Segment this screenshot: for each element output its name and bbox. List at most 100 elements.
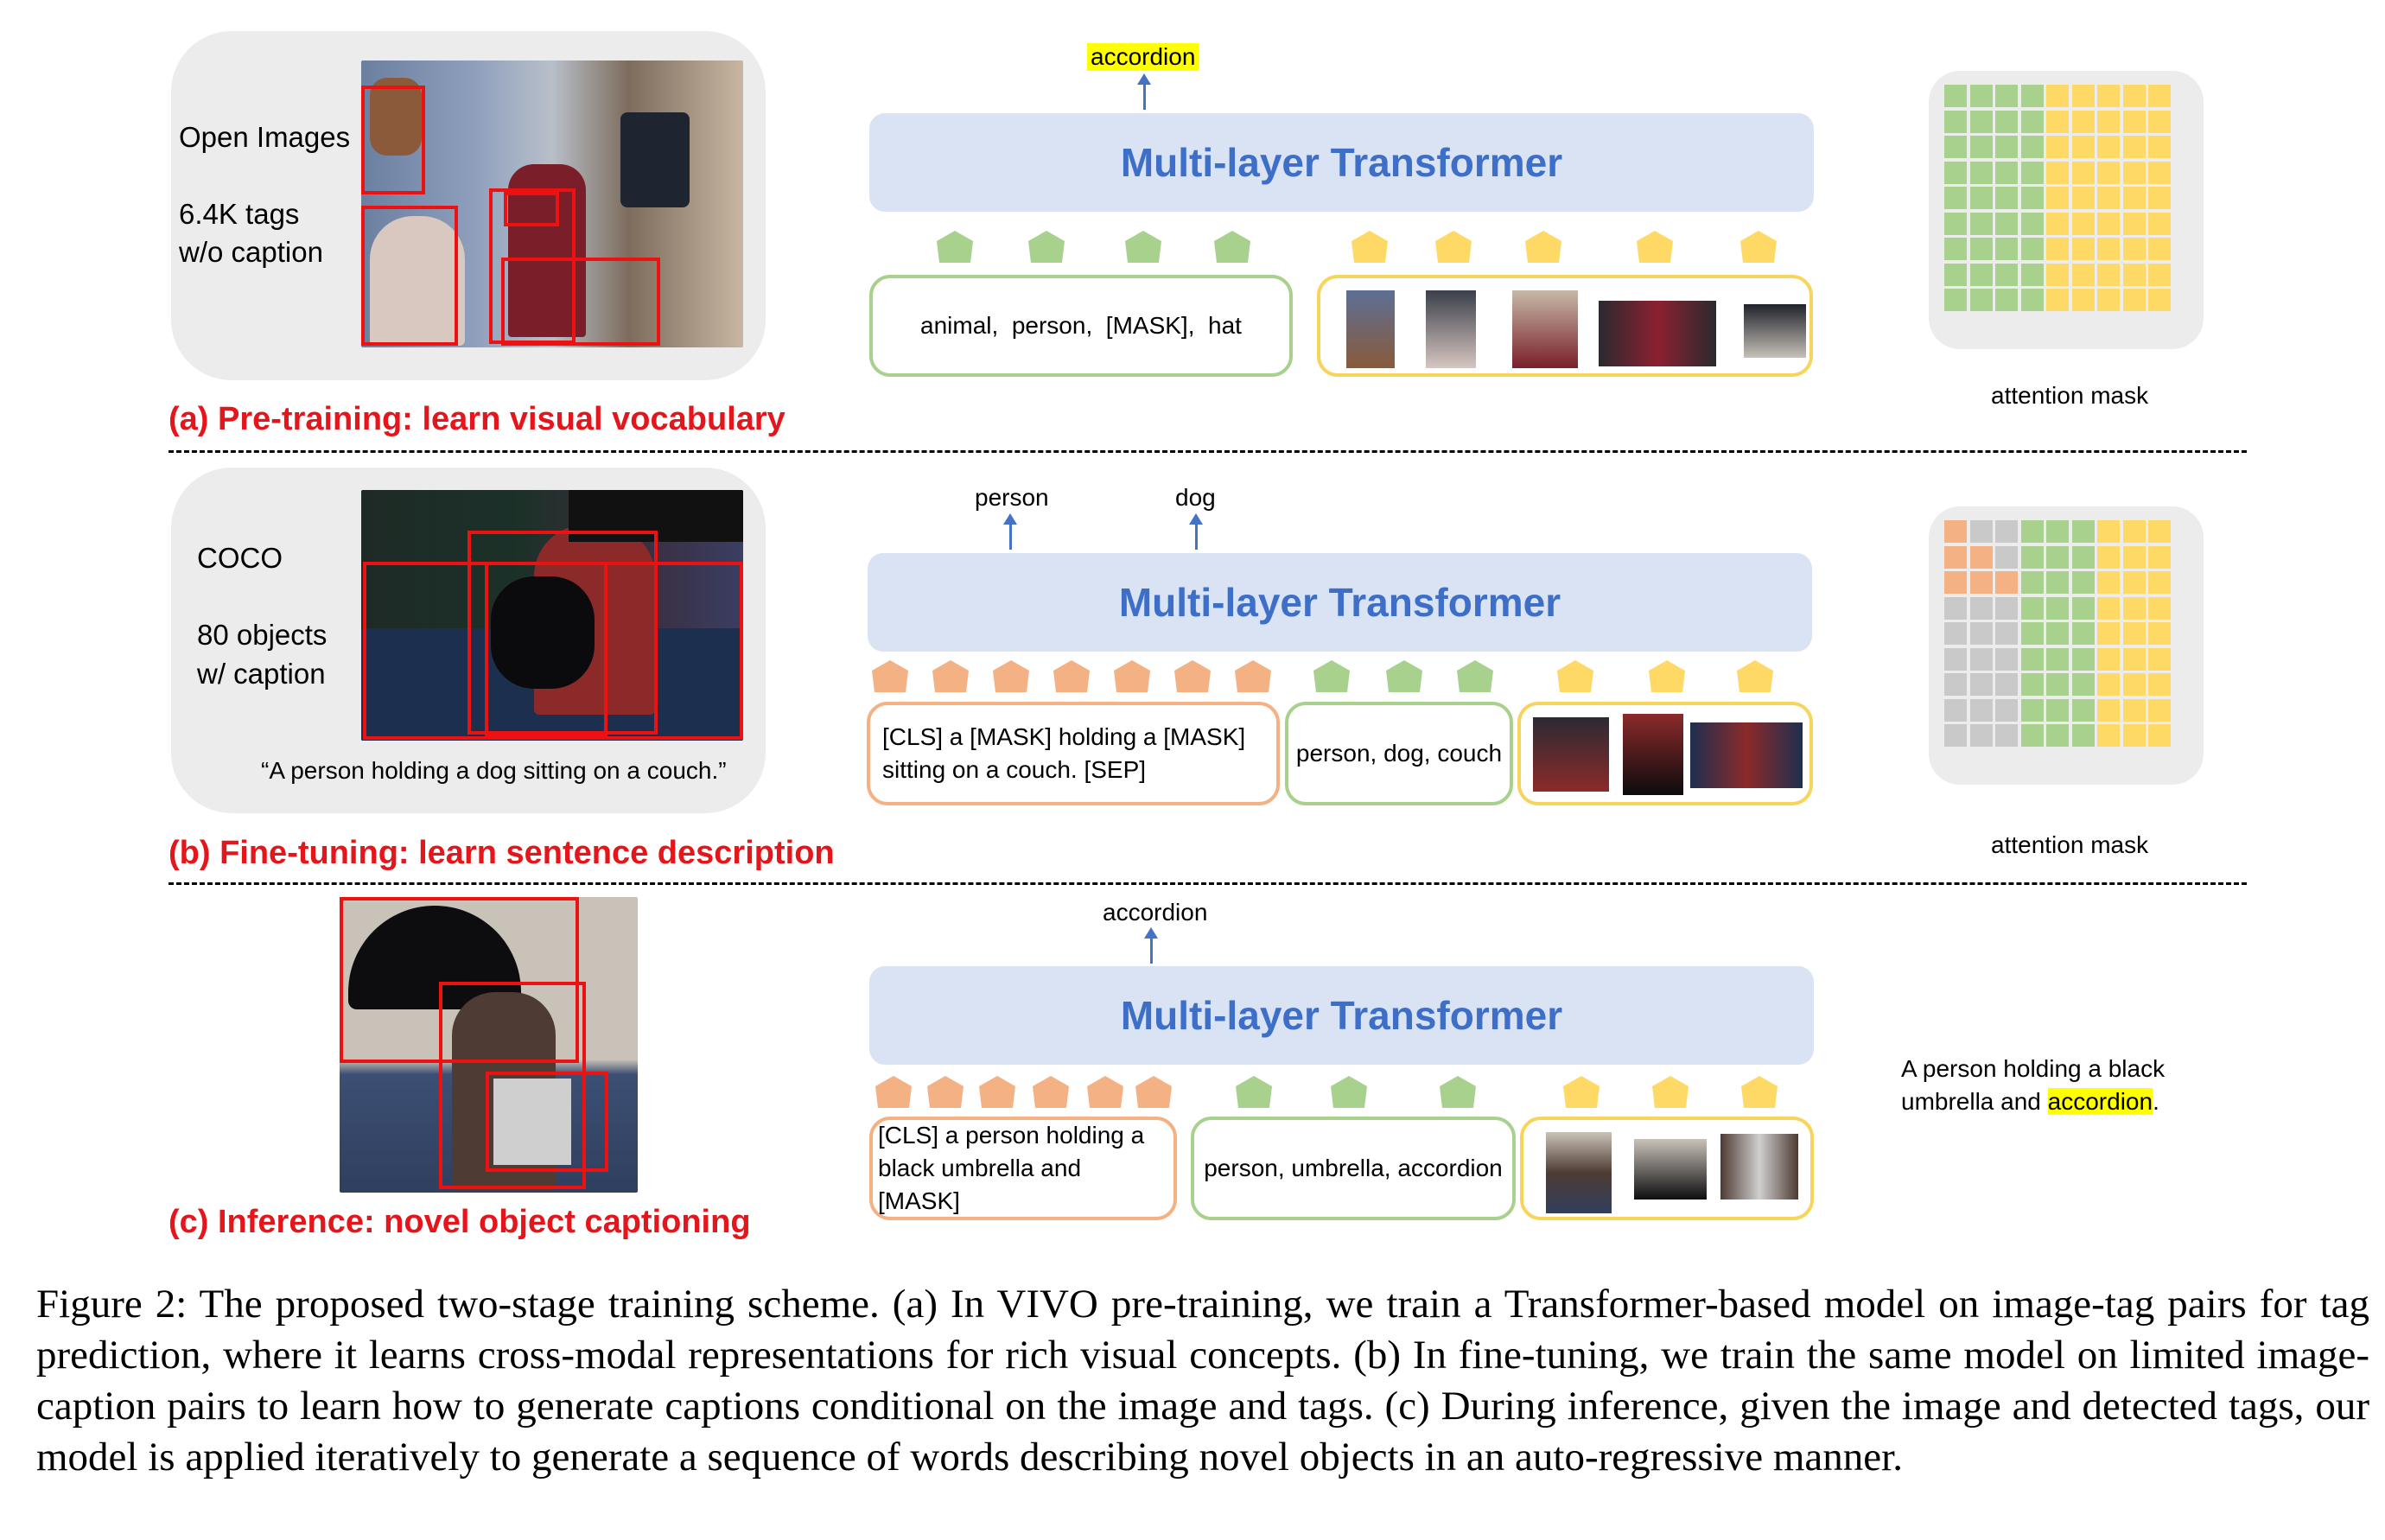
- mask-cell: [2046, 212, 2069, 235]
- mask-cell: [2046, 647, 2069, 671]
- mask-cell: [2097, 187, 2120, 209]
- mask-cell: [2071, 161, 2095, 184]
- mask-cell: [2020, 571, 2044, 594]
- mask-cell: [1969, 647, 1993, 671]
- region-thumb-animal: [1346, 290, 1395, 368]
- mask-cell: [1995, 520, 2018, 543]
- mask-cell: [1995, 571, 2018, 594]
- mask-cell: [2020, 263, 2044, 286]
- generated-caption-text: A person holding a black umbrella and: [1901, 1055, 2166, 1115]
- mask-cell: [2071, 289, 2095, 311]
- mask-cell: [2020, 545, 2044, 569]
- tag-token: [1028, 231, 1065, 263]
- tag-token: [1125, 231, 1161, 263]
- mask-cell: [2148, 520, 2171, 543]
- panel-b-stat-objects: 80 objects: [197, 619, 328, 651]
- mask-cell: [1995, 289, 2018, 311]
- mask-cell: [2071, 698, 2095, 722]
- mask-cell: [2122, 263, 2146, 286]
- mask-cell: [2020, 238, 2044, 260]
- mask-cell: [2046, 520, 2069, 543]
- mask-cell: [2020, 161, 2044, 184]
- panel-c-generated-caption: A person holding a black umbrella and ac…: [1901, 1053, 2212, 1118]
- mask-cell: [2071, 263, 2095, 286]
- mask-cell: [2148, 673, 2171, 696]
- region-thumb-dog: [1623, 714, 1683, 795]
- panel-b-output-person: person: [975, 484, 1049, 511]
- text-token: [872, 660, 908, 692]
- panel-b-tags-box: person, dog, couch: [1285, 702, 1513, 805]
- mask-cell: [2071, 724, 2095, 747]
- separator-bc: [169, 882, 2247, 885]
- panel-b-transformer: Multi-layer Transformer: [868, 553, 1812, 652]
- mask-cell: [1969, 545, 1993, 569]
- image-token: [1737, 660, 1773, 692]
- mask-cell: [1969, 110, 1993, 133]
- mask-cell: [1969, 238, 1993, 260]
- mask-cell: [1944, 263, 1967, 286]
- mask-cell: [2071, 673, 2095, 696]
- text-token: [1135, 1076, 1172, 1108]
- mask-cell: [1944, 212, 1967, 235]
- image-token: [1637, 231, 1673, 263]
- mask-cell: [1969, 596, 1993, 620]
- mask-cell: [2097, 136, 2120, 158]
- panel-b-mask-label: attention mask: [1991, 831, 2149, 858]
- mask-cell: [2071, 110, 2095, 133]
- mask-cell: [2046, 263, 2069, 286]
- mask-cell: [1944, 647, 1967, 671]
- mask-cell: [2097, 724, 2120, 747]
- mask-cell: [2020, 520, 2044, 543]
- mask-cell: [2148, 698, 2171, 722]
- mask-cell: [2097, 238, 2120, 260]
- mask-cell: [1995, 136, 2018, 158]
- mask-cell: [1995, 596, 2018, 620]
- mask-cell: [2046, 673, 2069, 696]
- mask-cell: [2097, 596, 2120, 620]
- region-thumb-hat: [1744, 304, 1806, 358]
- mask-cell: [2148, 545, 2171, 569]
- mask-cell: [2097, 289, 2120, 311]
- image-token: [1649, 660, 1685, 692]
- generated-caption-period: .: [2153, 1088, 2159, 1115]
- mask-cell: [2020, 724, 2044, 747]
- panel-a-stat-caption: w/o caption: [179, 236, 323, 268]
- mask-cell: [2148, 85, 2171, 107]
- mask-cell: [1944, 238, 1967, 260]
- mask-cell: [2046, 161, 2069, 184]
- mask-cell: [2122, 85, 2146, 107]
- mask-cell: [2046, 187, 2069, 209]
- mask-cell: [2148, 187, 2171, 209]
- mask-cell: [1944, 110, 1967, 133]
- image-token: [1740, 231, 1777, 263]
- panel-a-dataset-name: Open Images: [179, 121, 351, 153]
- mask-cell: [2122, 673, 2146, 696]
- mask-cell: [2020, 698, 2044, 722]
- text-token: [875, 1076, 912, 1108]
- region-thumb-person: [1533, 717, 1609, 792]
- panel-c-heading: (c) Inference: novel object captioning: [169, 1204, 751, 1240]
- tag-token: [1313, 660, 1350, 692]
- mask-cell: [2097, 647, 2120, 671]
- region-thumb-accordion: [1720, 1134, 1798, 1200]
- mask-cell: [2122, 289, 2146, 311]
- mask-cell: [2071, 647, 2095, 671]
- mask-cell: [1944, 161, 1967, 184]
- panel-c-tags-text: person, umbrella, accordion: [1204, 1155, 1503, 1181]
- mask-cell: [2148, 724, 2171, 747]
- mask-cell: [1969, 622, 1993, 645]
- panel-c-output-word: accordion: [1103, 899, 1208, 926]
- mask-cell: [2097, 161, 2120, 184]
- mask-cell: [1995, 85, 2018, 107]
- mask-cell: [2122, 596, 2146, 620]
- speaker-shape: [620, 112, 690, 207]
- mask-cell: [2046, 545, 2069, 569]
- mask-cell: [2071, 187, 2095, 209]
- mask-cell: [2097, 622, 2120, 645]
- mask-cell: [2046, 238, 2069, 260]
- mask-cell: [2020, 212, 2044, 235]
- mask-cell: [2122, 545, 2146, 569]
- panel-c-output-arrow: [1144, 927, 1158, 964]
- mask-cell: [2148, 161, 2171, 184]
- mask-cell: [2122, 187, 2146, 209]
